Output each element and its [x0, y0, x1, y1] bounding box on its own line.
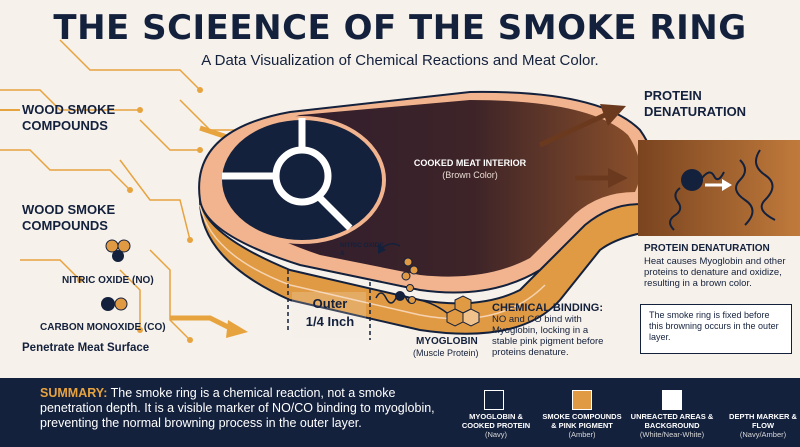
label-wood-smoke-mid: WOOD SMOKE COMPOUNDS — [22, 202, 116, 233]
legend-swatch-amber — [572, 390, 592, 410]
legend-swatch-navy — [484, 390, 504, 410]
legend-label-depth: DEPTH MARKER & FLOW(Navy/Amber) — [729, 412, 797, 439]
legend-swatch-white — [662, 390, 682, 410]
denaturation-arrows — [538, 104, 628, 188]
legend-label-white: UNREACTED AREAS & BACKGROUND(White/Near-… — [630, 412, 714, 439]
summary-lead: SUMMARY: — [40, 386, 108, 400]
legend-label-amber: SMOKE COMPOUNDS & PINK PIGMENT(Amber) — [542, 412, 622, 439]
myoglobin-molecule — [446, 295, 480, 327]
nitric-oxide-icon — [105, 239, 131, 262]
smoke-ring-note-box: The smoke ring is fixed before this brow… — [640, 304, 792, 354]
outer-depth-label-1: Outer — [312, 296, 348, 311]
binding-title: CHEMICAL BINDING: — [492, 302, 604, 314]
label-carbon-monoxide: CARBON MONOXIDE (CO) — [40, 322, 166, 333]
myoglobin-label: MYOGLOBIN — [416, 336, 478, 347]
binding-text: NO and CO bind with Myoglobin, locking i… — [492, 314, 604, 358]
denaturation-text: Heat causes Myoglobin and other proteins… — [644, 256, 786, 289]
carbon-monoxide-icon — [101, 297, 128, 311]
nitric-small-label: NITRIC OXIDE & — [340, 242, 384, 257]
denaturation-header: PROTEIN DENATURATION — [644, 88, 747, 119]
outer-depth-label-2: 1/4 Inch — [305, 314, 355, 329]
molecule-cluster — [375, 243, 456, 321]
interior-label: COOKED MEAT INTERIOR — [413, 158, 527, 168]
interior-sublabel: (Brown Color) — [442, 170, 498, 180]
label-nitric-oxide: NITRIC OXIDE (NO) — [62, 275, 154, 286]
summary-bar — [0, 378, 800, 447]
page-subtitle: A Data Visualization of Chemical Reactio… — [201, 52, 599, 69]
page-title: THE SCIEENCE OF THE SMOKE RING — [53, 8, 747, 48]
myoglobin-sublabel: (Muscle Protein) — [413, 348, 479, 358]
denaturation-panel — [638, 140, 800, 236]
summary-body: The smoke ring is a chemical reaction, n… — [40, 386, 435, 430]
smoke-ring-note-text: The smoke ring is fixed before this brow… — [649, 310, 779, 342]
label-penetrate: Penetrate Meat Surface — [22, 342, 150, 354]
denaturation-title: PROTEIN DENATURATION — [644, 243, 770, 254]
legend-label-navy: MYOGLOBIN & COOKED PROTEIN(Navy) — [461, 412, 531, 439]
summary-text: SUMMARY: The smoke ring is a chemical re… — [40, 386, 440, 431]
label-wood-smoke-top: WOOD SMOKE COMPOUNDS — [22, 102, 116, 133]
